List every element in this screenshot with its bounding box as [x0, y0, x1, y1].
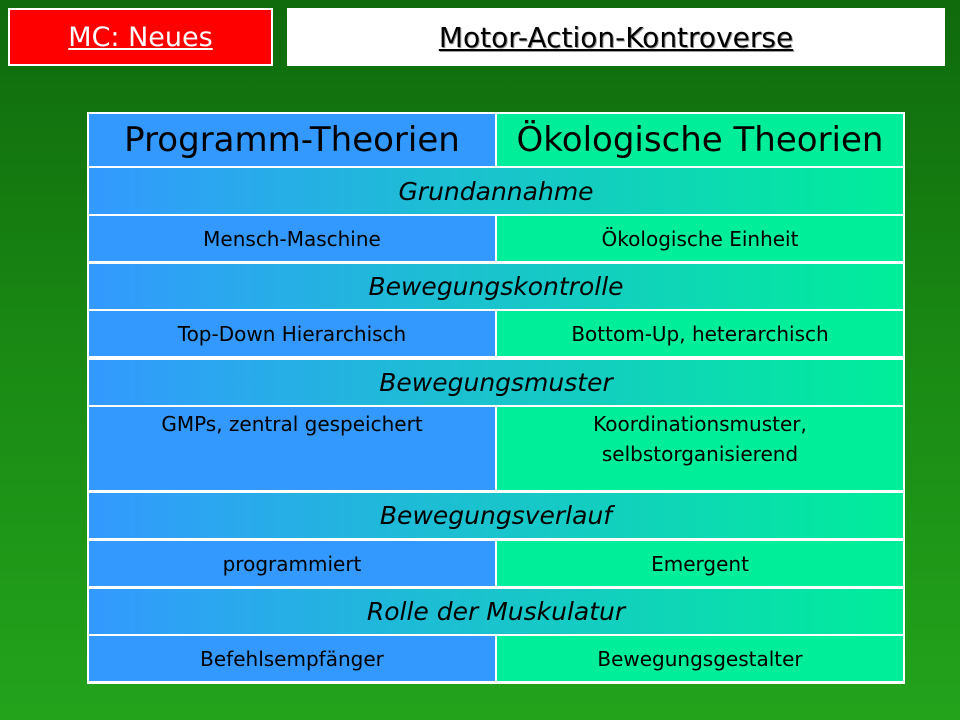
cell-left: Befehlsempfänger: [89, 636, 495, 681]
cell-left: programmiert: [89, 541, 495, 586]
header-programm-theorien: Programm-Theorien: [89, 114, 495, 166]
section-row: Rolle der Muskulatur: [89, 589, 903, 634]
section-row: Bewegungskontrolle: [89, 264, 903, 309]
table-row: programmiert Emergent: [89, 541, 903, 586]
cell-left: Mensch-Maschine: [89, 216, 495, 261]
cell-right: Emergent: [497, 541, 903, 586]
comparison-table: Programm-Theorien Ökologische Theorien G…: [87, 112, 905, 684]
cell-left: Top-Down Hierarchisch: [89, 311, 495, 356]
table-row: Top-Down Hierarchisch Bottom-Up, heterar…: [89, 311, 903, 356]
section-badge: MC: Neues: [8, 8, 273, 66]
section-row: Grundannahme: [89, 168, 903, 214]
slide-title: Motor-Action-Kontroverse: [287, 8, 945, 66]
section-title-bewegungskontrolle: Bewegungskontrolle: [89, 264, 903, 309]
cell-right: Bewegungsgestalter: [497, 636, 903, 681]
table-row: Mensch-Maschine Ökologische Einheit: [89, 216, 903, 261]
cell-right: Bottom-Up, heterarchisch: [497, 311, 903, 356]
table-header-row: Programm-Theorien Ökologische Theorien: [89, 114, 903, 166]
cell-right-line: Koordinationsmuster,: [593, 412, 807, 436]
section-row: Bewegungsmuster: [89, 360, 903, 405]
section-title-bewegungsmuster: Bewegungsmuster: [89, 360, 903, 405]
slide-title-text: Motor-Action-Kontroverse: [438, 20, 794, 54]
cell-left: GMPs, zentral gespeichert: [89, 407, 495, 490]
cell-right-line: selbstorganisierend: [601, 442, 799, 466]
cell-right: Koordinationsmuster, selbstorganisierend: [497, 407, 903, 490]
section-title-bewegungsverlauf: Bewegungsverlauf: [89, 493, 903, 538]
section-badge-label: MC: Neues: [68, 21, 213, 53]
table-row: Befehlsempfänger Bewegungsgestalter: [89, 636, 903, 681]
cell-right: Ökologische Einheit: [497, 216, 903, 261]
section-title-grundannahme: Grundannahme: [89, 168, 903, 214]
table-row: GMPs, zentral gespeichert Koordinationsm…: [89, 407, 903, 490]
section-title-rolle-der-muskulatur: Rolle der Muskulatur: [89, 589, 903, 634]
header-oekologische-theorien: Ökologische Theorien: [497, 114, 903, 166]
section-row: Bewegungsverlauf: [89, 493, 903, 538]
